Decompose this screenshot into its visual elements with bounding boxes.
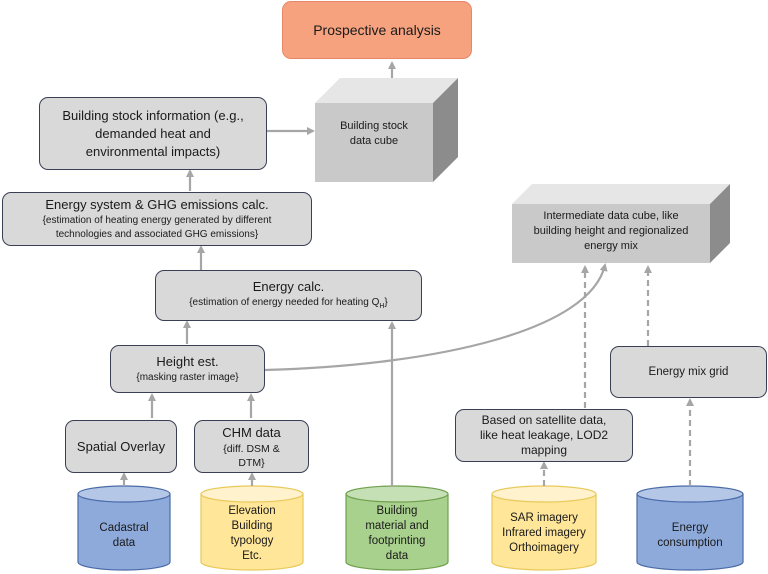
prospective-analysis-box: Prospective analysis <box>282 1 472 59</box>
sar-label: SAR imagery Infrared imagery Orthoimager… <box>492 511 596 556</box>
energy-consumption-label: Energy consumption <box>637 521 743 551</box>
satellite-based-box: Based on satellite data, like heat leaka… <box>455 409 633 462</box>
elevation-label: Elevation Building typology Etc. <box>201 504 303 564</box>
intermediate-cube-line-1: Intermediate data cube, like <box>543 210 679 222</box>
cylinder-energy-consumption <box>636 485 744 571</box>
prospective-analysis-label: Prospective analysis <box>313 22 441 38</box>
intermediate-cube-line-3: energy mix <box>584 240 638 252</box>
cylinder-cadastral <box>77 485 171 571</box>
spatial-overlay-label: Spatial Overlay <box>76 438 166 454</box>
building-stock-cube <box>315 78 458 182</box>
chm-data-detail-line-1: {diff. DSM & <box>223 442 280 455</box>
spatial-overlay-box: Spatial Overlay <box>65 420 177 473</box>
building-stock-info-line-2: demanded heat and <box>95 125 211 141</box>
energy-system-detail-line-1: {estimation of heating energy generated … <box>42 215 272 226</box>
building-material-line-1: Building <box>376 505 418 517</box>
energy-system-box: Energy system & GHG emissions calc. {est… <box>2 192 312 246</box>
building-stock-cube-line-2: data cube <box>349 135 399 147</box>
cylinder-elevation <box>200 485 304 571</box>
intermediate-cube-line-2: building height and regionalized <box>533 225 689 237</box>
chm-data-detail-line-2: DTM} <box>238 456 265 469</box>
building-material-label: Building material and footprinting data <box>346 504 448 564</box>
energy-system-title: Energy system & GHG emissions calc. <box>45 197 269 212</box>
elevation-line-4: Etc. <box>242 550 262 562</box>
satellite-based-line-1: Based on satellite data, <box>481 413 607 427</box>
height-est-box: Height est. {masking raster image} <box>110 345 265 393</box>
cadastral-line-1: Cadastral <box>99 522 149 534</box>
energy-mix-grid-box: Energy mix grid <box>610 346 767 398</box>
building-stock-info-box: Building stock information (e.g., demand… <box>39 97 267 170</box>
building-material-line-3: footprinting <box>368 535 426 547</box>
cadastral-line-2: data <box>112 537 136 549</box>
building-material-line-4: data <box>385 550 409 562</box>
intermediate-cube-label: Intermediate data cube, like building he… <box>512 209 710 254</box>
satellite-based-line-3: mapping <box>520 443 568 457</box>
sar-line-1: SAR imagery <box>510 512 578 524</box>
energy-calc-title: Energy calc. <box>252 278 325 294</box>
cylinder-sar <box>491 485 597 571</box>
building-stock-cube-label: Building stock data cube <box>315 119 433 149</box>
cylinder-building-material <box>345 485 449 571</box>
energy-consumption-line-1: Energy <box>671 522 709 534</box>
building-stock-cube-line-1: Building stock <box>340 120 408 132</box>
building-stock-info-line-3: environmental impacts) <box>85 143 221 159</box>
sar-line-3: Orthoimagery <box>509 542 579 554</box>
building-stock-info-line-1: Building stock information (e.g., <box>62 107 244 123</box>
energy-calc-detail-text: {estimation of energy needed for heating… <box>189 296 380 308</box>
elevation-line-1: Elevation <box>228 505 276 517</box>
elevation-line-2: Building <box>231 520 273 532</box>
energy-system-detail-line-2: technologies and associated GHG emission… <box>55 229 259 240</box>
height-est-title: Height est. <box>156 354 219 369</box>
height-est-detail: {masking raster image} <box>136 372 239 383</box>
building-material-line-2: material and <box>365 520 429 532</box>
energy-mix-grid-label: Energy mix grid <box>648 366 729 378</box>
intermediate-cube <box>512 184 730 263</box>
arrow-height-to-intermediate-cube <box>264 263 608 372</box>
chm-data-box: CHM data {diff. DSM & DTM} <box>194 420 309 473</box>
energy-calc-box: Energy calc. {estimation of energy neede… <box>155 270 422 321</box>
cadastral-label: Cadastral data <box>78 521 170 551</box>
chm-data-title: CHM data <box>222 424 281 440</box>
sar-line-2: Infrared imagery <box>502 527 586 539</box>
satellite-based-line-2: like heat leakage, LOD2 <box>479 428 609 442</box>
elevation-line-3: typology <box>230 535 274 547</box>
energy-calc-detail: {estimation of energy needed for heating… <box>189 296 388 314</box>
energy-calc-detail-end: } <box>384 296 388 308</box>
energy-consumption-line-2: consumption <box>657 537 723 549</box>
energy-calc-detail-subscript: H <box>379 302 385 310</box>
